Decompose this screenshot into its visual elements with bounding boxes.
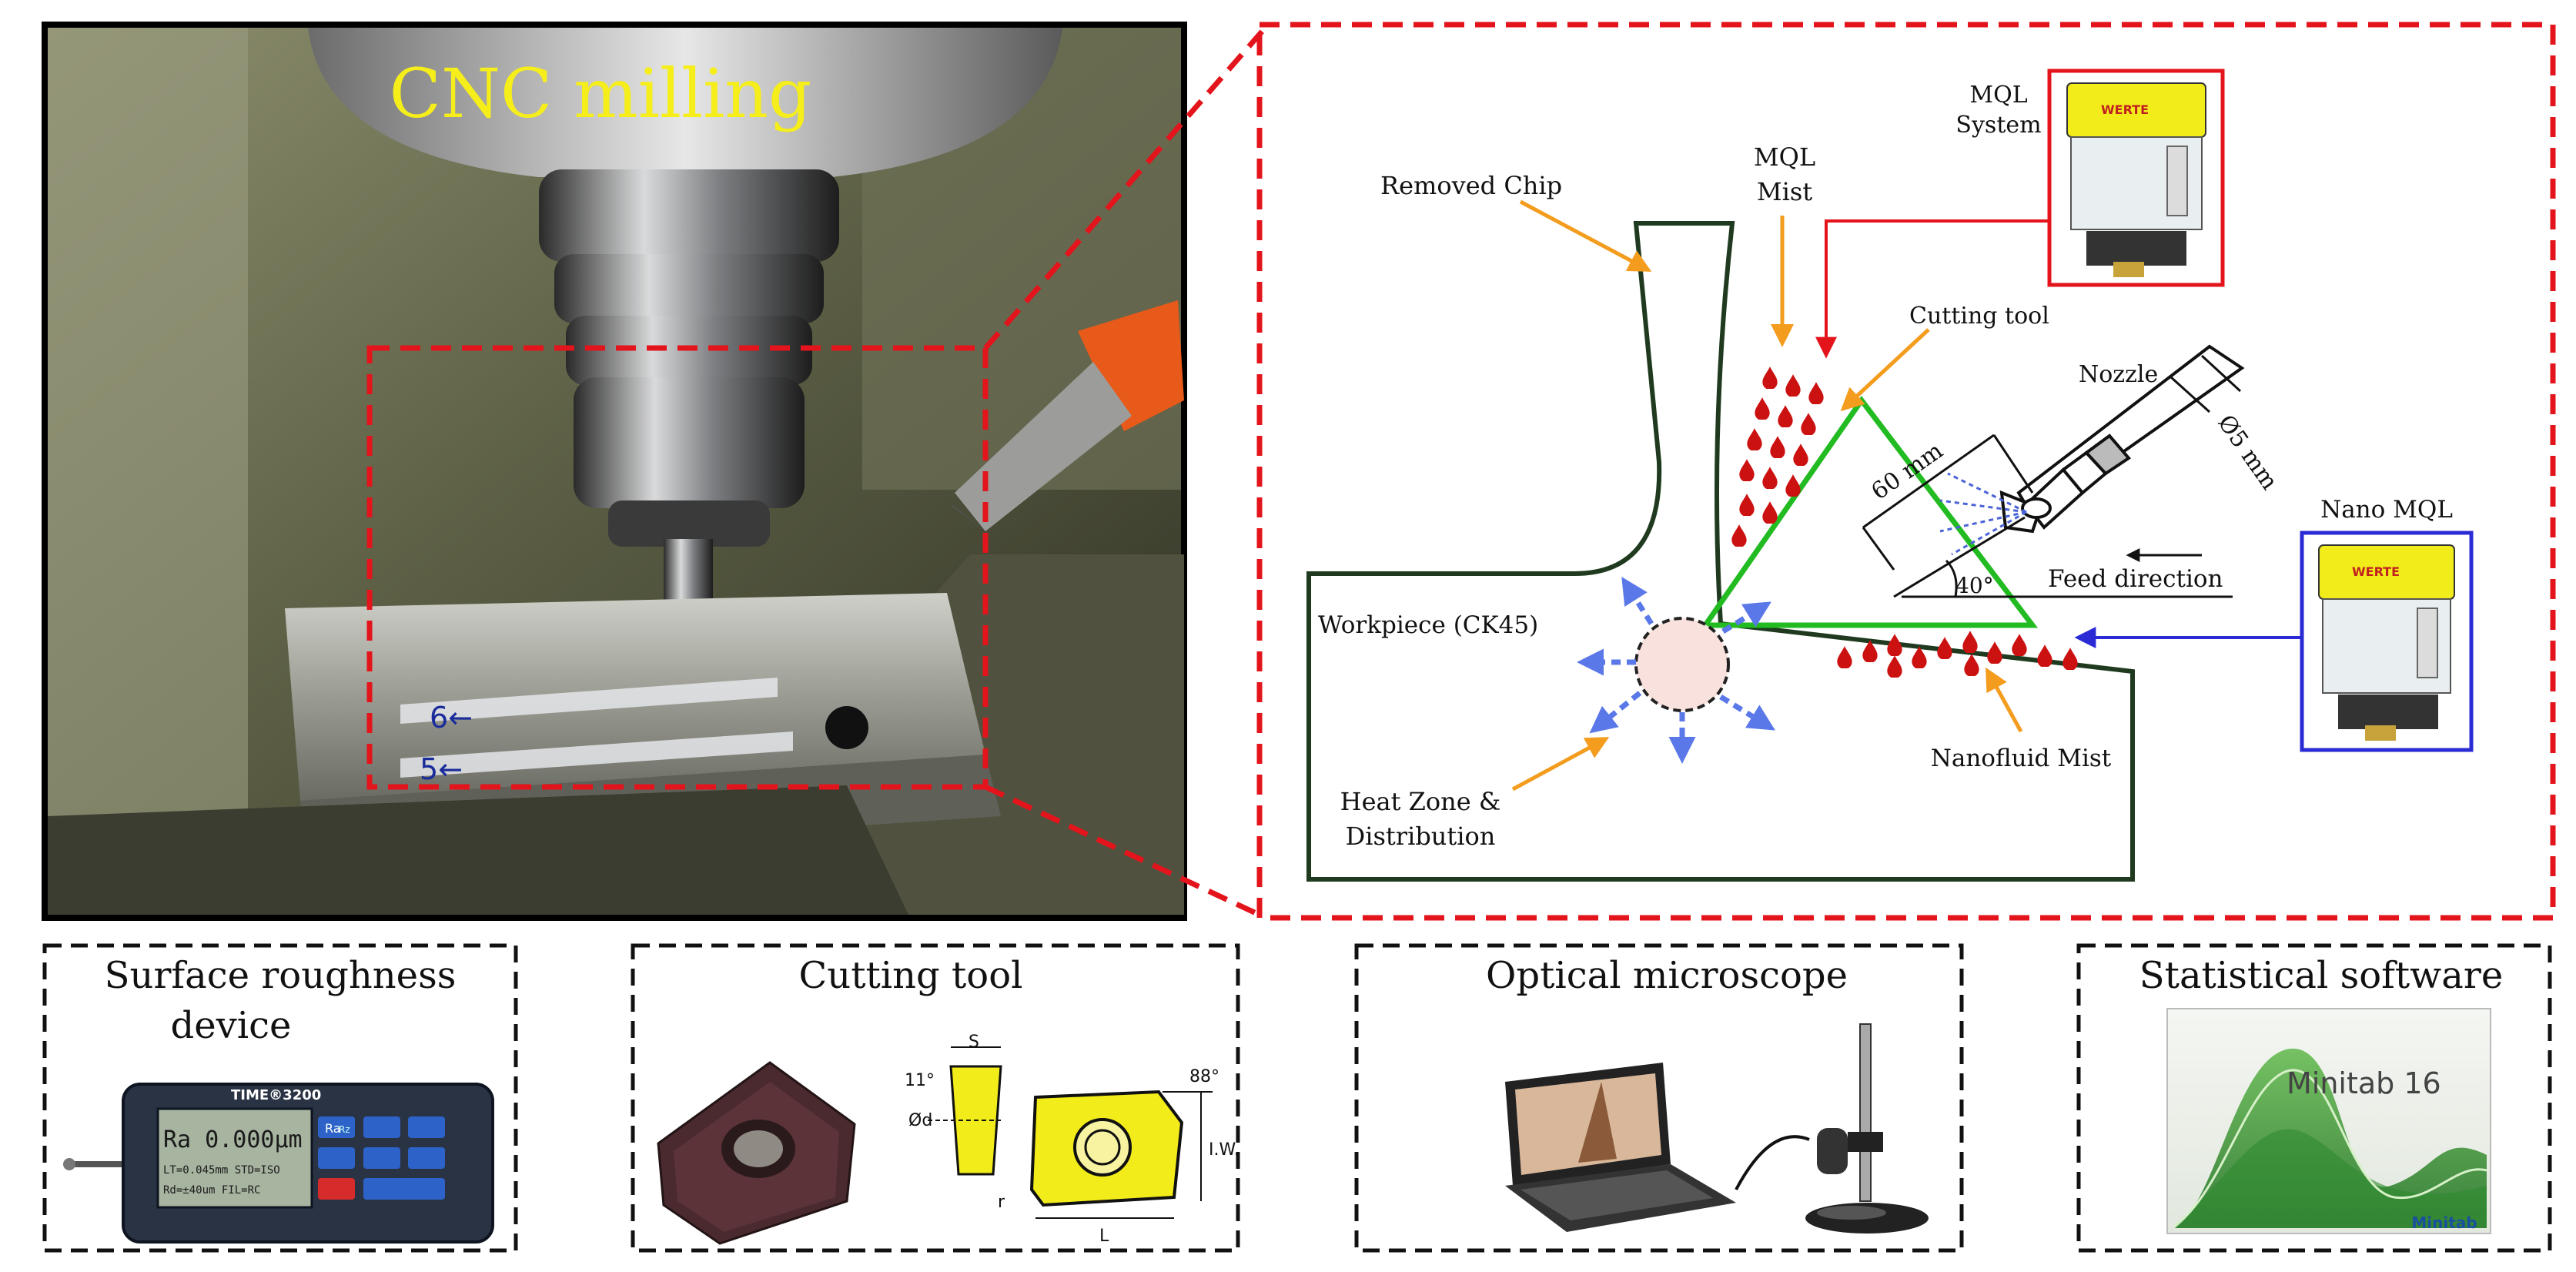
heat-arrows xyxy=(1577,577,1775,764)
dim-r: r xyxy=(998,1193,1005,1212)
minitab-brand: Minitab xyxy=(2411,1213,2477,1232)
usb-microscope xyxy=(1735,1023,1929,1234)
label-mql-mist-1: MQL xyxy=(1754,142,1815,172)
schematic-frame xyxy=(1256,22,2556,921)
mql-feed-line xyxy=(1815,219,2049,359)
label-mql-mist-2: Mist xyxy=(1757,177,1812,206)
dim-s: S xyxy=(969,1033,979,1052)
mql-system-device xyxy=(2047,69,2225,287)
label-heat-zone-1: Heat Zone & xyxy=(1340,787,1501,816)
label-workpiece: Workpiece (CK45) xyxy=(1318,611,1538,639)
dim-iw: I.W. xyxy=(1209,1140,1239,1160)
workpiece-outline xyxy=(1306,221,2135,882)
minitab-product: Minitab 16 xyxy=(2287,1066,2441,1100)
label-mql-system-2: System xyxy=(1955,112,2041,139)
surface-roughness-title-1: Surface roughness xyxy=(105,954,457,997)
roughness-device xyxy=(63,1083,494,1244)
microscope-laptop xyxy=(1505,1063,1736,1232)
zoom-connector-bottom xyxy=(984,784,1264,919)
cutting-tool-title: Cutting tool xyxy=(799,954,1023,997)
angle-marker xyxy=(1902,559,2233,598)
workpiece-mark-5: 5← xyxy=(420,752,463,786)
statistical-software-title: Statistical software xyxy=(2139,954,2503,997)
cnc-photo xyxy=(42,22,1187,921)
zoom-connector-top xyxy=(983,28,1265,350)
dim-l: L xyxy=(1099,1227,1109,1246)
label-nanofluid-mist: Nanofluid Mist xyxy=(1931,745,2112,772)
panel-surface-roughness xyxy=(42,943,518,1253)
cutting-insert-drawing xyxy=(928,1046,1213,1219)
mql-system-brand: WERTE xyxy=(2101,102,2149,117)
label-arrows xyxy=(1511,199,2023,792)
heat-zone xyxy=(1634,617,1730,712)
label-heat-zone-2: Distribution xyxy=(1346,822,1496,851)
label-angle: 40° xyxy=(1955,573,1994,598)
dimension-60mm xyxy=(1862,433,2034,598)
nano-mql-brand: WERTE xyxy=(2352,564,2400,579)
nanofluid-droplets xyxy=(1837,631,2078,678)
cutting-tool-shape xyxy=(1700,396,2039,628)
roughness-display-line2: Rd=±40um FIL=RC xyxy=(163,1184,260,1197)
dim-angle-11: 11° xyxy=(905,1071,935,1090)
surface-roughness-title-2: device xyxy=(171,1004,292,1047)
cutting-insert-photo xyxy=(657,1061,856,1245)
nano-mql-device xyxy=(2300,531,2474,752)
optical-microscope-title: Optical microscope xyxy=(1486,954,1848,997)
panel-statistical-software xyxy=(2076,943,2552,1253)
zoom-region-box xyxy=(366,345,989,790)
dim-angle-88: 88° xyxy=(1189,1067,1219,1086)
roughness-display-main: Ra 0.000μm xyxy=(163,1126,303,1153)
roughness-key-ra: Ra xyxy=(325,1121,341,1136)
roughness-display-line1: LT=0.045mm STD=ISO xyxy=(163,1164,280,1177)
label-nozzle: Nozzle xyxy=(2079,361,2158,388)
label-removed-chip: Removed Chip xyxy=(1380,171,1562,200)
minitab-splash xyxy=(2166,1008,2491,1234)
dim-d: Ød xyxy=(908,1111,932,1130)
label-mql-system-1: MQL xyxy=(1969,82,2027,109)
panel-cutting-tool xyxy=(631,943,1240,1253)
photo-title: CNC milling xyxy=(390,54,812,133)
label-nano-mql: Nano MQL xyxy=(2320,496,2453,524)
panel-optical-microscope xyxy=(1354,943,1964,1253)
nozzle-assembly xyxy=(1999,344,2245,534)
label-diameter: Ø5 mm xyxy=(2212,410,2283,495)
nozzle-spray xyxy=(1939,472,2027,556)
roughness-brand: TIME®3200 xyxy=(231,1087,321,1103)
label-cutting-tool: Cutting tool xyxy=(1909,303,2049,330)
workpiece-mark-6: 6← xyxy=(430,701,473,735)
label-feed-direction: Feed direction xyxy=(2048,565,2223,593)
diameter-marker xyxy=(2170,354,2242,413)
roughness-key-rz: Rz xyxy=(339,1124,350,1135)
